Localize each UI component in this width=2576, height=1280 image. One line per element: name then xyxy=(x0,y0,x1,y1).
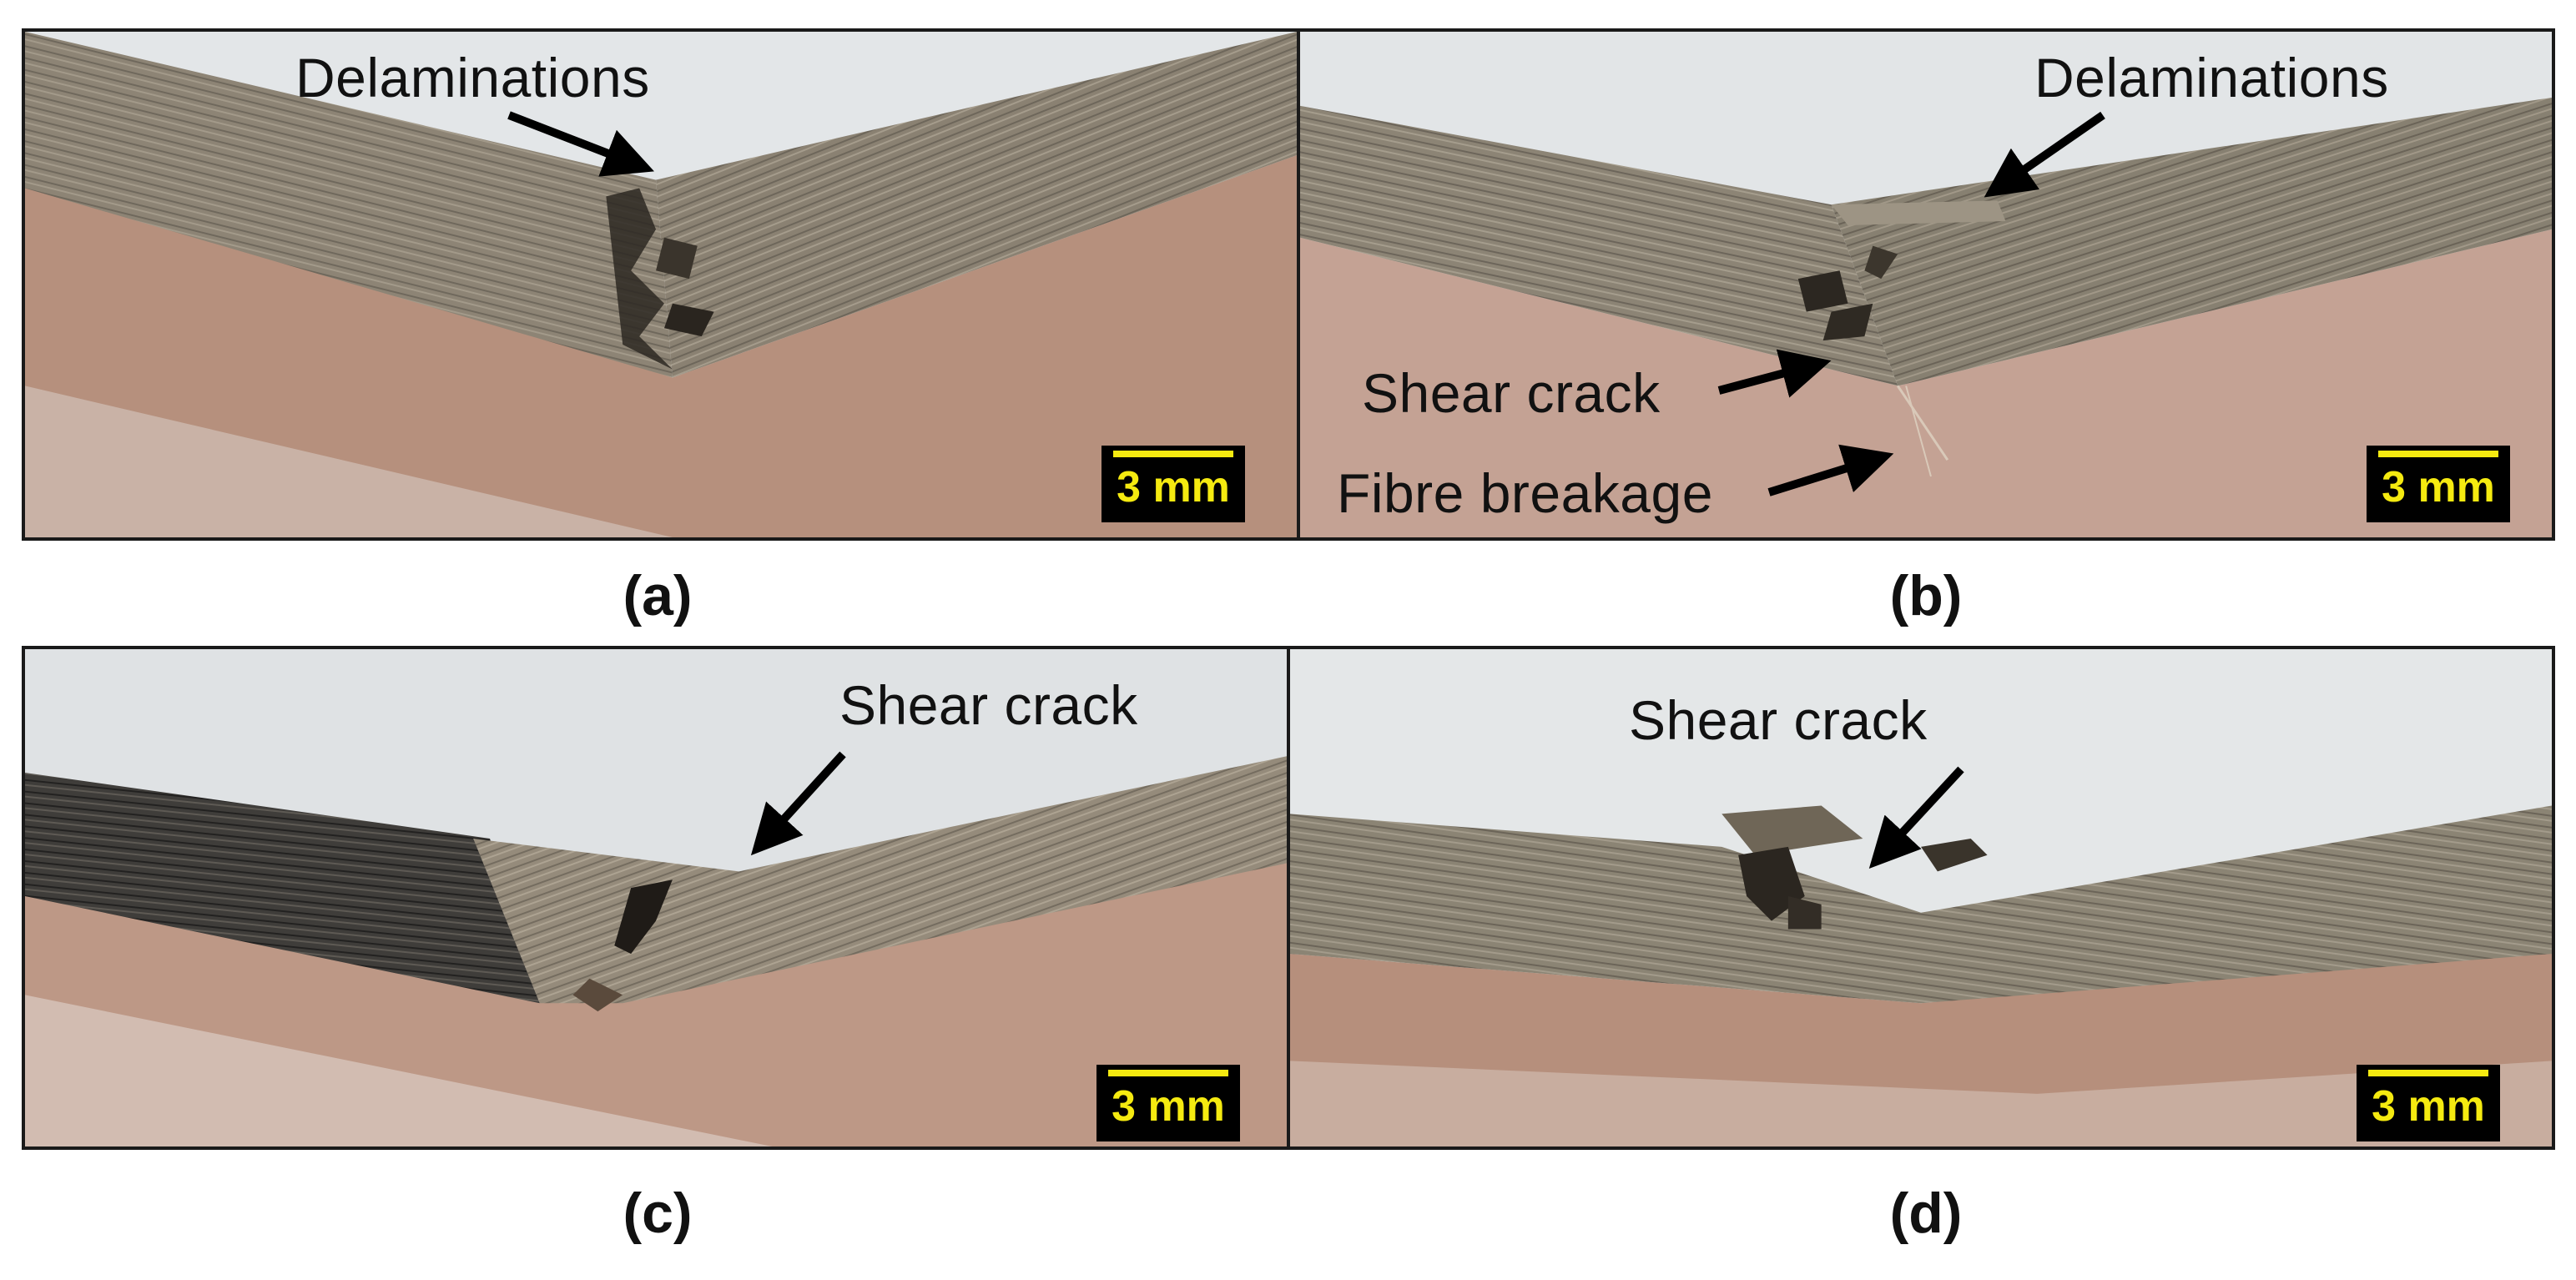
panel-c: Shear crack 3 mm xyxy=(22,646,1290,1150)
caption-c: (c) xyxy=(623,1182,693,1245)
panel-a: Delaminations 3 mm xyxy=(22,28,1300,541)
scale-bar: 3 mm xyxy=(1096,1065,1240,1141)
scale-bar: 3 mm xyxy=(2357,1065,2500,1141)
scale-bar-line xyxy=(1113,451,1233,457)
annotation-delaminations: Delaminations xyxy=(2034,47,2389,108)
photo-panel-b xyxy=(1300,32,2552,537)
photo-panel-d xyxy=(1290,649,2552,1146)
photo-panel-c xyxy=(25,649,1287,1146)
scale-bar-label: 3 mm xyxy=(2382,463,2495,511)
scale-bar-line xyxy=(2378,451,2498,457)
scale-bar: 3 mm xyxy=(2367,446,2510,522)
annotation-shear-crack: Shear crack xyxy=(1362,362,1661,424)
caption-b: (b) xyxy=(1889,564,1963,627)
panel-d: Shear crack 3 mm xyxy=(1287,646,2555,1150)
caption-d: (d) xyxy=(1889,1182,1963,1245)
photo-panel-a xyxy=(25,32,1297,537)
scale-bar-label: 3 mm xyxy=(1112,1082,1225,1131)
scale-bar-line xyxy=(1108,1070,1228,1076)
scale-bar-label: 3 mm xyxy=(1117,463,1230,511)
annotation-shear-crack: Shear crack xyxy=(839,674,1138,736)
scale-bar-label: 3 mm xyxy=(2372,1082,2485,1131)
annotation-delaminations: Delaminations xyxy=(295,47,650,108)
annotation-fibre-breakage: Fibre breakage xyxy=(1337,462,1713,524)
annotation-shear-crack: Shear crack xyxy=(1629,689,1928,751)
panel-b: Delaminations Shear crack Fibre breakage… xyxy=(1297,28,2555,541)
scale-bar-line xyxy=(2368,1070,2488,1076)
caption-a: (a) xyxy=(623,564,693,627)
scale-bar: 3 mm xyxy=(1101,446,1245,522)
